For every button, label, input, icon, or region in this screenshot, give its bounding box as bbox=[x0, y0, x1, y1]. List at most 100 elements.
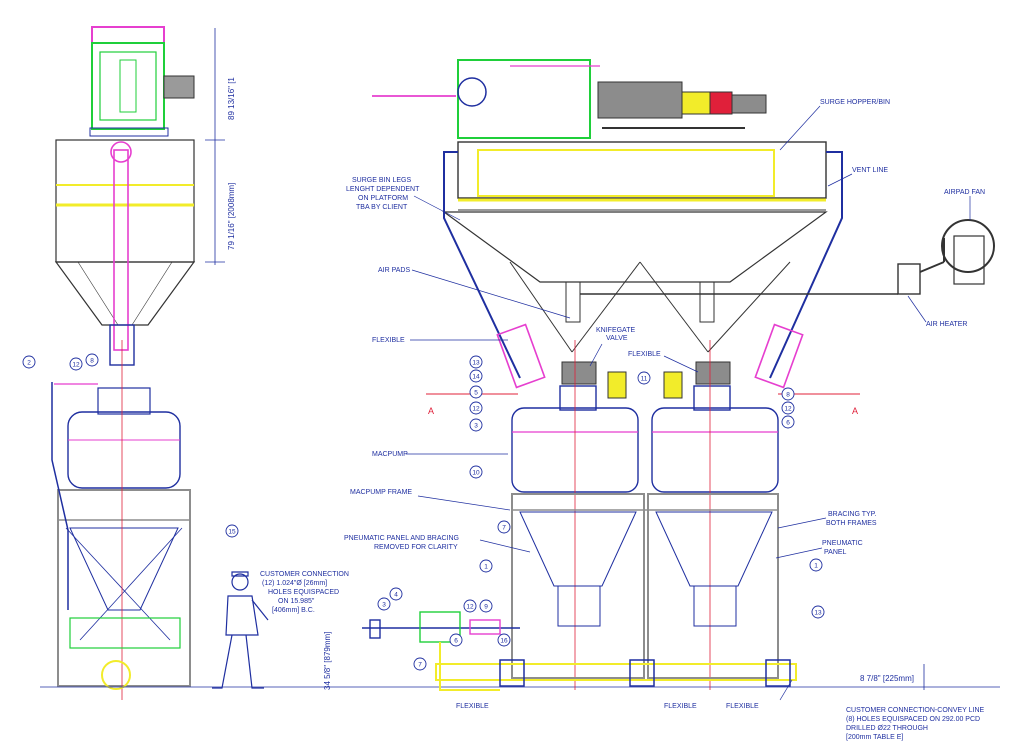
side-view: 89 13/16" [1 79 1/16" [2008mm] bbox=[40, 26, 1000, 700]
dim-base-right: 8 7/8" [225mm] bbox=[860, 674, 914, 683]
balloon-circle bbox=[637, 371, 651, 385]
label-convey-line-1: CUSTOMER CONNECTION-CONVEY LINE bbox=[846, 707, 985, 714]
balloon-label: 3 bbox=[382, 602, 386, 609]
dim-base-left: 34 5/8" [879mm] bbox=[323, 632, 332, 690]
label-pneumatic-panel-1: PNEUMATIC PANEL AND BRACING bbox=[344, 535, 459, 542]
balloon-label: 15 bbox=[228, 529, 236, 536]
balloon-circle bbox=[389, 587, 403, 601]
macpump-frame-left bbox=[511, 493, 645, 679]
balloon-label: 8 bbox=[90, 358, 94, 365]
balloon-label: 1 bbox=[814, 563, 818, 570]
label-surge-legs-2: LENGHT DEPENDENT bbox=[346, 186, 420, 193]
balloon-label: 2 bbox=[27, 360, 31, 367]
balloon-label: 12 bbox=[472, 406, 480, 413]
airpad-fan bbox=[941, 219, 995, 273]
balloon-circle bbox=[469, 385, 483, 399]
label-pneumatic-panel-2: REMOVED FOR CLARITY bbox=[374, 544, 458, 551]
balloon-circle bbox=[22, 355, 36, 369]
dim-mid: 79 1/16" [2008mm] bbox=[227, 183, 236, 250]
label-customer-connection-1: CUSTOMER CONNECTION bbox=[260, 571, 349, 578]
balloon-label: 6 bbox=[786, 420, 790, 427]
label-convey-line-3: DRILLED Ø22 THROUGH bbox=[846, 725, 928, 732]
balloon-label: 5 bbox=[474, 390, 478, 397]
macpump-right bbox=[651, 340, 779, 690]
balloon-circle bbox=[413, 657, 427, 671]
leader-lines bbox=[406, 105, 971, 701]
balloon-circle bbox=[469, 465, 483, 479]
label-flexible-bottom-2: FLEXIBLE bbox=[664, 703, 697, 710]
label-customer-connection-3: HOLES EQUISPACED bbox=[268, 589, 339, 596]
balloon-circle bbox=[781, 387, 795, 401]
macpump-frame-right bbox=[647, 493, 779, 679]
feed-pipe-side bbox=[113, 149, 129, 351]
label-bracing-1: BRACING TYP. bbox=[828, 511, 876, 518]
balloon-label: 4 bbox=[394, 592, 398, 599]
surge-bin-cone-side bbox=[54, 261, 196, 326]
label-air-heater: AIR HEATER bbox=[926, 321, 968, 328]
surge-bin-side bbox=[55, 139, 195, 263]
label-air-pads: AIR PADS bbox=[378, 267, 410, 274]
balloon-label: 10 bbox=[472, 470, 480, 477]
balloon-circle bbox=[69, 357, 83, 371]
balloon-circle bbox=[497, 633, 511, 647]
label-surge-legs-4: TBA BY CLIENT bbox=[356, 204, 408, 211]
label-macpump-frame: MACPUMP FRAME bbox=[350, 489, 412, 496]
balloon-circle bbox=[469, 418, 483, 432]
balloon-label: 13 bbox=[472, 360, 480, 367]
macpump-side bbox=[67, 411, 181, 489]
label-bracing-2: BOTH FRAMES bbox=[826, 520, 877, 527]
label-flexible-bottom-1: FLEXIBLE bbox=[456, 703, 489, 710]
balloon-circle bbox=[469, 369, 483, 383]
balloon-label: 9 bbox=[484, 604, 488, 611]
balloon-label: 12 bbox=[72, 362, 80, 369]
balloon-circle bbox=[377, 597, 391, 611]
balloon-circle bbox=[809, 558, 823, 572]
fan-motor bbox=[163, 75, 195, 99]
label-vent-line: VENT LINE bbox=[852, 167, 888, 174]
label-flexible-mid: FLEXIBLE bbox=[628, 351, 661, 358]
balloon-circle bbox=[781, 401, 795, 415]
label-customer-connection-2: (12) 1.024"Ø [26mm] bbox=[262, 580, 327, 587]
dust-collector-body bbox=[91, 42, 165, 130]
label-flexible-bottom-3: FLEXIBLE bbox=[726, 703, 759, 710]
balloon-label: 16 bbox=[500, 638, 508, 645]
label-flexible-left: FLEXIBLE bbox=[372, 337, 405, 344]
dust-collector-filters bbox=[91, 26, 165, 44]
label-airpad-fan: AIRPAD FAN bbox=[944, 189, 985, 196]
balloon-circle bbox=[85, 353, 99, 367]
human-scale-figure bbox=[212, 571, 269, 689]
balloon-circle bbox=[225, 524, 239, 538]
balloon-circle bbox=[449, 633, 463, 647]
dim-top: 89 13/16" [1 bbox=[227, 77, 236, 120]
balloon-circle bbox=[463, 599, 477, 613]
label-surge-legs-1: SURGE BIN LEGS bbox=[352, 177, 411, 184]
balloon-label: 8 bbox=[786, 392, 790, 399]
balloon-circle bbox=[781, 415, 795, 429]
balloon-label: 11 bbox=[641, 376, 648, 383]
label-surge-hopper: SURGE HOPPER/BIN bbox=[820, 99, 890, 106]
label-customer-connection-5: [406mm] B.C. bbox=[272, 607, 315, 614]
balloon-circle bbox=[479, 559, 493, 573]
label-knifegate-1: KNIFEGATE bbox=[596, 327, 635, 334]
balloon-circle bbox=[469, 355, 483, 369]
balloon-circle bbox=[479, 599, 493, 613]
balloon-label: 12 bbox=[784, 406, 792, 413]
balloon-label: 12 bbox=[466, 604, 474, 611]
label-surge-legs-3: ON PLATFORM bbox=[358, 195, 408, 202]
label-convey-line-4: [200mm TABLE E] bbox=[846, 734, 903, 741]
air-heater bbox=[897, 263, 921, 295]
balloon-label: 13 bbox=[814, 610, 822, 617]
balloon-label: 7 bbox=[502, 525, 506, 532]
label-customer-connection-4: ON 15.985" bbox=[278, 598, 315, 605]
macpump-left bbox=[511, 340, 639, 690]
dust-collector-front bbox=[457, 59, 591, 139]
balloon-label: 6 bbox=[454, 638, 458, 645]
balloon-label: 1 bbox=[484, 564, 488, 571]
balloon-label: 7 bbox=[418, 662, 422, 669]
label-pneumatic-2: PANEL bbox=[824, 549, 847, 556]
rotary-valve bbox=[597, 81, 683, 119]
front-view: A A 8 7/8" [225mm] 34 5/8" [879mm] bbox=[323, 59, 995, 691]
section-mark-right: A bbox=[852, 406, 858, 416]
